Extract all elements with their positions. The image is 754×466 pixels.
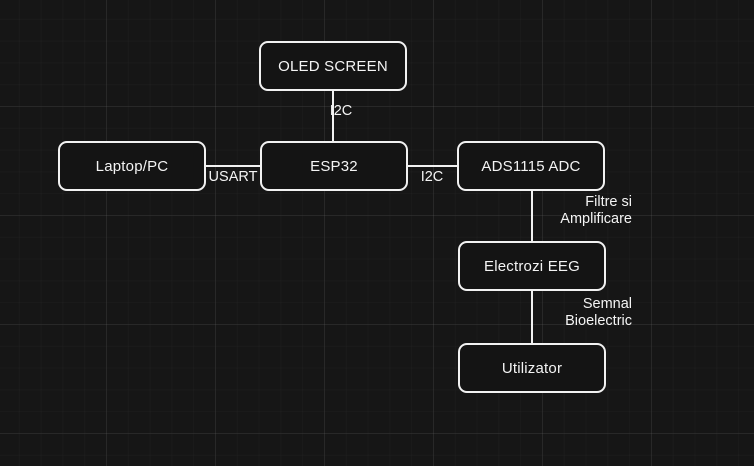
edge-label-electrozi-utilizator: Semnal Bioelectric (565, 296, 632, 329)
edge-laptop-esp32-line (206, 165, 260, 167)
node-laptop-pc[interactable]: Laptop/PC (58, 141, 206, 191)
node-ads1115-adc[interactable]: ADS1115 ADC (457, 141, 605, 191)
node-esp32[interactable]: ESP32 (260, 141, 408, 191)
edge-label-ads1115-electrozi: Filtre si Amplificare (560, 194, 632, 227)
edge-esp32-ads1115-line (408, 165, 457, 167)
edge-label-oled-esp32: I2C (329, 103, 353, 119)
node-esp32-label: ESP32 (310, 157, 358, 175)
node-utilizator[interactable]: Utilizator (458, 343, 606, 393)
node-ads1115-adc-label: ADS1115 ADC (481, 157, 581, 175)
node-laptop-pc-label: Laptop/PC (95, 157, 169, 175)
node-oled-screen[interactable]: OLED SCREEN (259, 41, 407, 91)
edge-ads1115-electrozi-line (531, 191, 533, 241)
node-oled-screen-label: OLED SCREEN (278, 57, 388, 75)
edge-electrozi-utilizator-line (531, 291, 533, 343)
node-utilizator-label: Utilizator (501, 359, 563, 377)
edge-label-laptop-esp32: USART (208, 169, 258, 185)
node-electrozi-eeg[interactable]: Electrozi EEG (458, 241, 606, 291)
edge-oled-esp32-line (332, 91, 334, 141)
node-electrozi-eeg-label: Electrozi EEG (484, 257, 580, 275)
edge-label-esp32-ads1115: I2C (420, 169, 444, 185)
